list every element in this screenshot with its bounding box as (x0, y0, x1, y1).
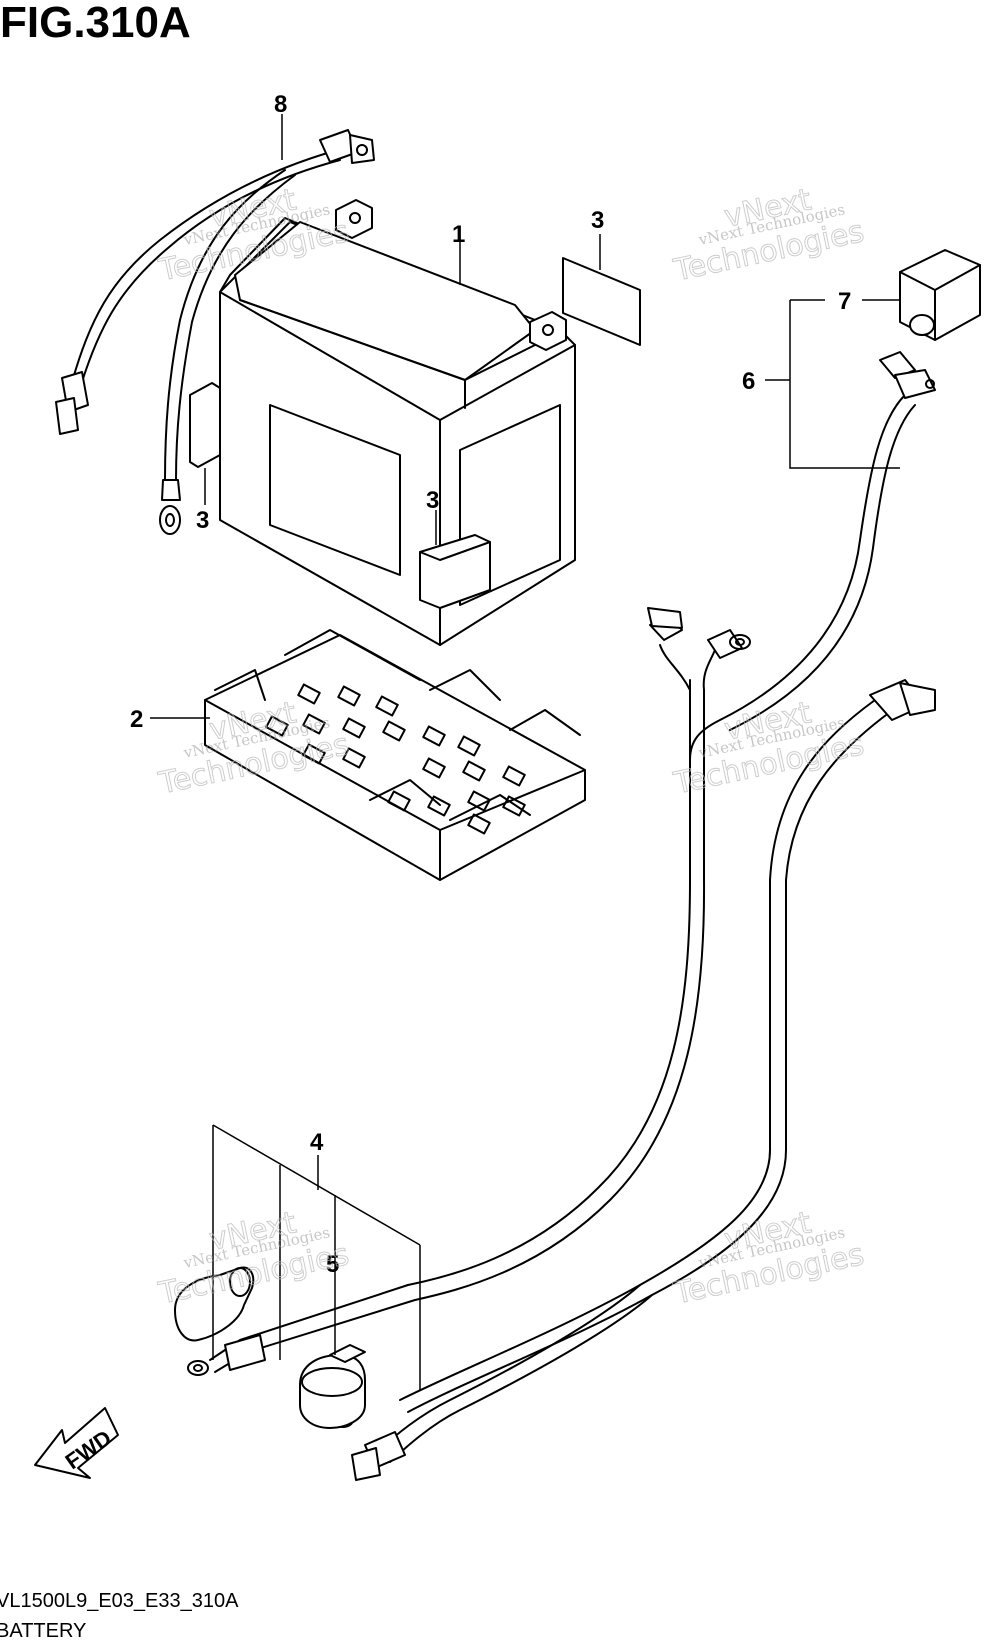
battery-pad (562, 257, 641, 346)
battery-tray (204, 629, 586, 881)
callout-1: 1 (452, 221, 465, 248)
figure-code: VL1500L9_E03_E33_310A (0, 1590, 239, 1612)
callout-3-front: 3 (426, 487, 439, 514)
tray-slots (265, 683, 526, 835)
fwd-arrow-icon: FWD (34, 1407, 119, 1479)
callout-7: 7 (838, 288, 851, 315)
callout-5: 5 (326, 1251, 339, 1278)
figure-caption: BATTERY (0, 1620, 87, 1642)
battery (189, 199, 576, 646)
callout-2: 2 (130, 706, 143, 733)
callout-labels: 8 1 3 3 3 2 6 7 4 5 (130, 91, 851, 1278)
battery-cable-6 (187, 351, 936, 1376)
callout-3-pad: 3 (591, 207, 604, 234)
figure-title: FIG.310A (0, 0, 191, 47)
terminal-caps (174, 1266, 366, 1429)
terminal-cap-7 (899, 249, 981, 341)
callout-4: 4 (310, 1129, 324, 1156)
callout-8: 8 (274, 91, 287, 118)
watermark-2: vNext Technologies vNext Technologies (670, 182, 868, 289)
callout-6: 6 (742, 368, 755, 395)
callout-3-left: 3 (196, 507, 209, 534)
harness-cable (332, 679, 936, 1481)
callout-leaders (150, 114, 900, 1390)
battery-cable-8 (55, 129, 375, 535)
